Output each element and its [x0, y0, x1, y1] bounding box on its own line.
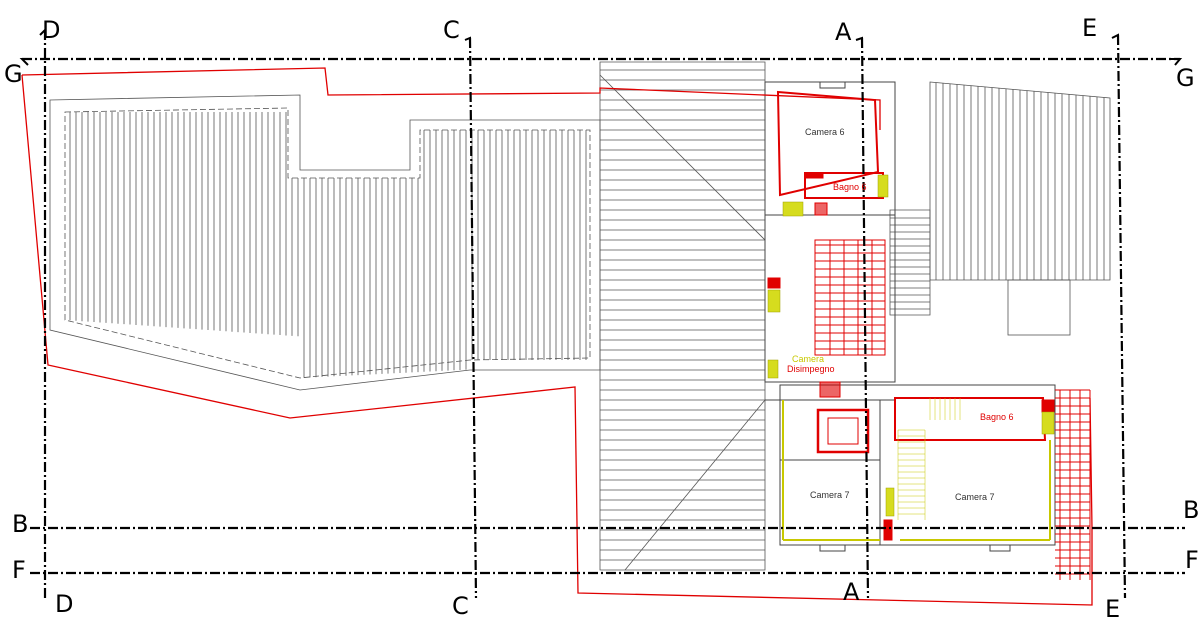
roof-hatching	[49, 61, 1111, 571]
red-hatch-block	[883, 519, 893, 541]
yellow-block	[885, 487, 895, 517]
red-elements	[767, 90, 1091, 580]
roof-left-wing-outline	[49, 94, 601, 391]
section-label-g-left: G	[4, 60, 23, 88]
red-hatch-block	[814, 202, 828, 216]
tick-c-top	[464, 36, 471, 48]
roof-left-wing-hatch	[69, 112, 587, 378]
red-stair-frame	[814, 239, 886, 356]
tick-g-left	[19, 58, 32, 66]
red-hatch-block	[819, 381, 841, 398]
tick-g-right	[1170, 58, 1183, 66]
section-label-e-top: E	[1082, 14, 1097, 42]
room-label-bagno6-right: Bagno 6	[980, 412, 1014, 422]
roof-central-hatch	[600, 69, 765, 561]
section-lines	[22, 30, 1185, 599]
small-window	[989, 544, 1011, 552]
yellow-block	[782, 201, 804, 217]
section-label-f-right: F	[1185, 546, 1199, 574]
section-label-b-left: B	[12, 510, 28, 538]
red-hatch-block	[767, 277, 781, 289]
roof-central-outline	[599, 61, 766, 571]
red-staircase-upper	[815, 240, 885, 355]
section-label-f-left: F	[12, 556, 26, 584]
roof-left-wing-inner-dashed	[64, 107, 591, 379]
section-label-a-bottom: A	[843, 578, 860, 606]
red-fill-block	[804, 172, 824, 179]
yellow-block	[767, 359, 779, 379]
roof-right-stair-hatch	[890, 217, 930, 310]
tick-a-top	[855, 36, 863, 48]
section-label-c-bottom: C	[452, 592, 469, 620]
yellow-block	[1041, 411, 1055, 435]
section-label-d-top: D	[42, 16, 60, 44]
lower-block-walls	[779, 384, 1056, 546]
tick-e-top	[1111, 33, 1119, 45]
section-line-c	[468, 37, 478, 599]
room-label-camera7-right: Camera 7	[955, 492, 995, 502]
roof-right-square	[1007, 279, 1071, 336]
yellow-block	[877, 174, 889, 198]
building-walls	[764, 81, 1056, 552]
room-label-camera7-left: Camera 7	[810, 490, 850, 500]
room-label-disimpegno: Disimpegno	[787, 364, 835, 374]
red-exterior-staircase	[1055, 389, 1091, 580]
tick-d-top	[39, 27, 46, 40]
elevator-inner-red	[827, 417, 859, 445]
roof-central-hip-line-2	[624, 399, 766, 571]
section-ticks	[19, 27, 1183, 66]
section-label-b-right: B	[1183, 496, 1199, 524]
roof-right-stair-area	[889, 209, 931, 316]
section-label-a-top: A	[835, 18, 852, 46]
small-window	[819, 81, 846, 89]
room-label-camera6: Camera 6	[805, 127, 845, 137]
section-label-g-right: G	[1176, 64, 1195, 92]
site-boundary-red-left	[21, 74, 1093, 606]
section-label-e-bottom: E	[1105, 595, 1120, 620]
site-boundary-red	[21, 67, 881, 130]
camera6-outline	[776, 90, 880, 197]
yellow-block	[767, 289, 781, 313]
elevator-box-red	[816, 408, 870, 454]
room-label-bagno6-top: Bagno 6	[833, 182, 867, 192]
section-line-e	[1116, 34, 1127, 599]
roof-right-wing-hatch	[935, 82, 1105, 280]
yellow-staircase	[897, 398, 961, 520]
bagno6-right-outline	[894, 397, 1047, 441]
roof-central-hip-line	[599, 74, 766, 241]
room-label-camera-yellow: Camera	[792, 354, 824, 364]
section-label-d-bottom: D	[55, 590, 73, 618]
small-window	[819, 544, 846, 552]
section-label-c-top: C	[443, 16, 460, 44]
section-line-a	[860, 37, 870, 599]
yellow-elements	[767, 174, 1055, 541]
